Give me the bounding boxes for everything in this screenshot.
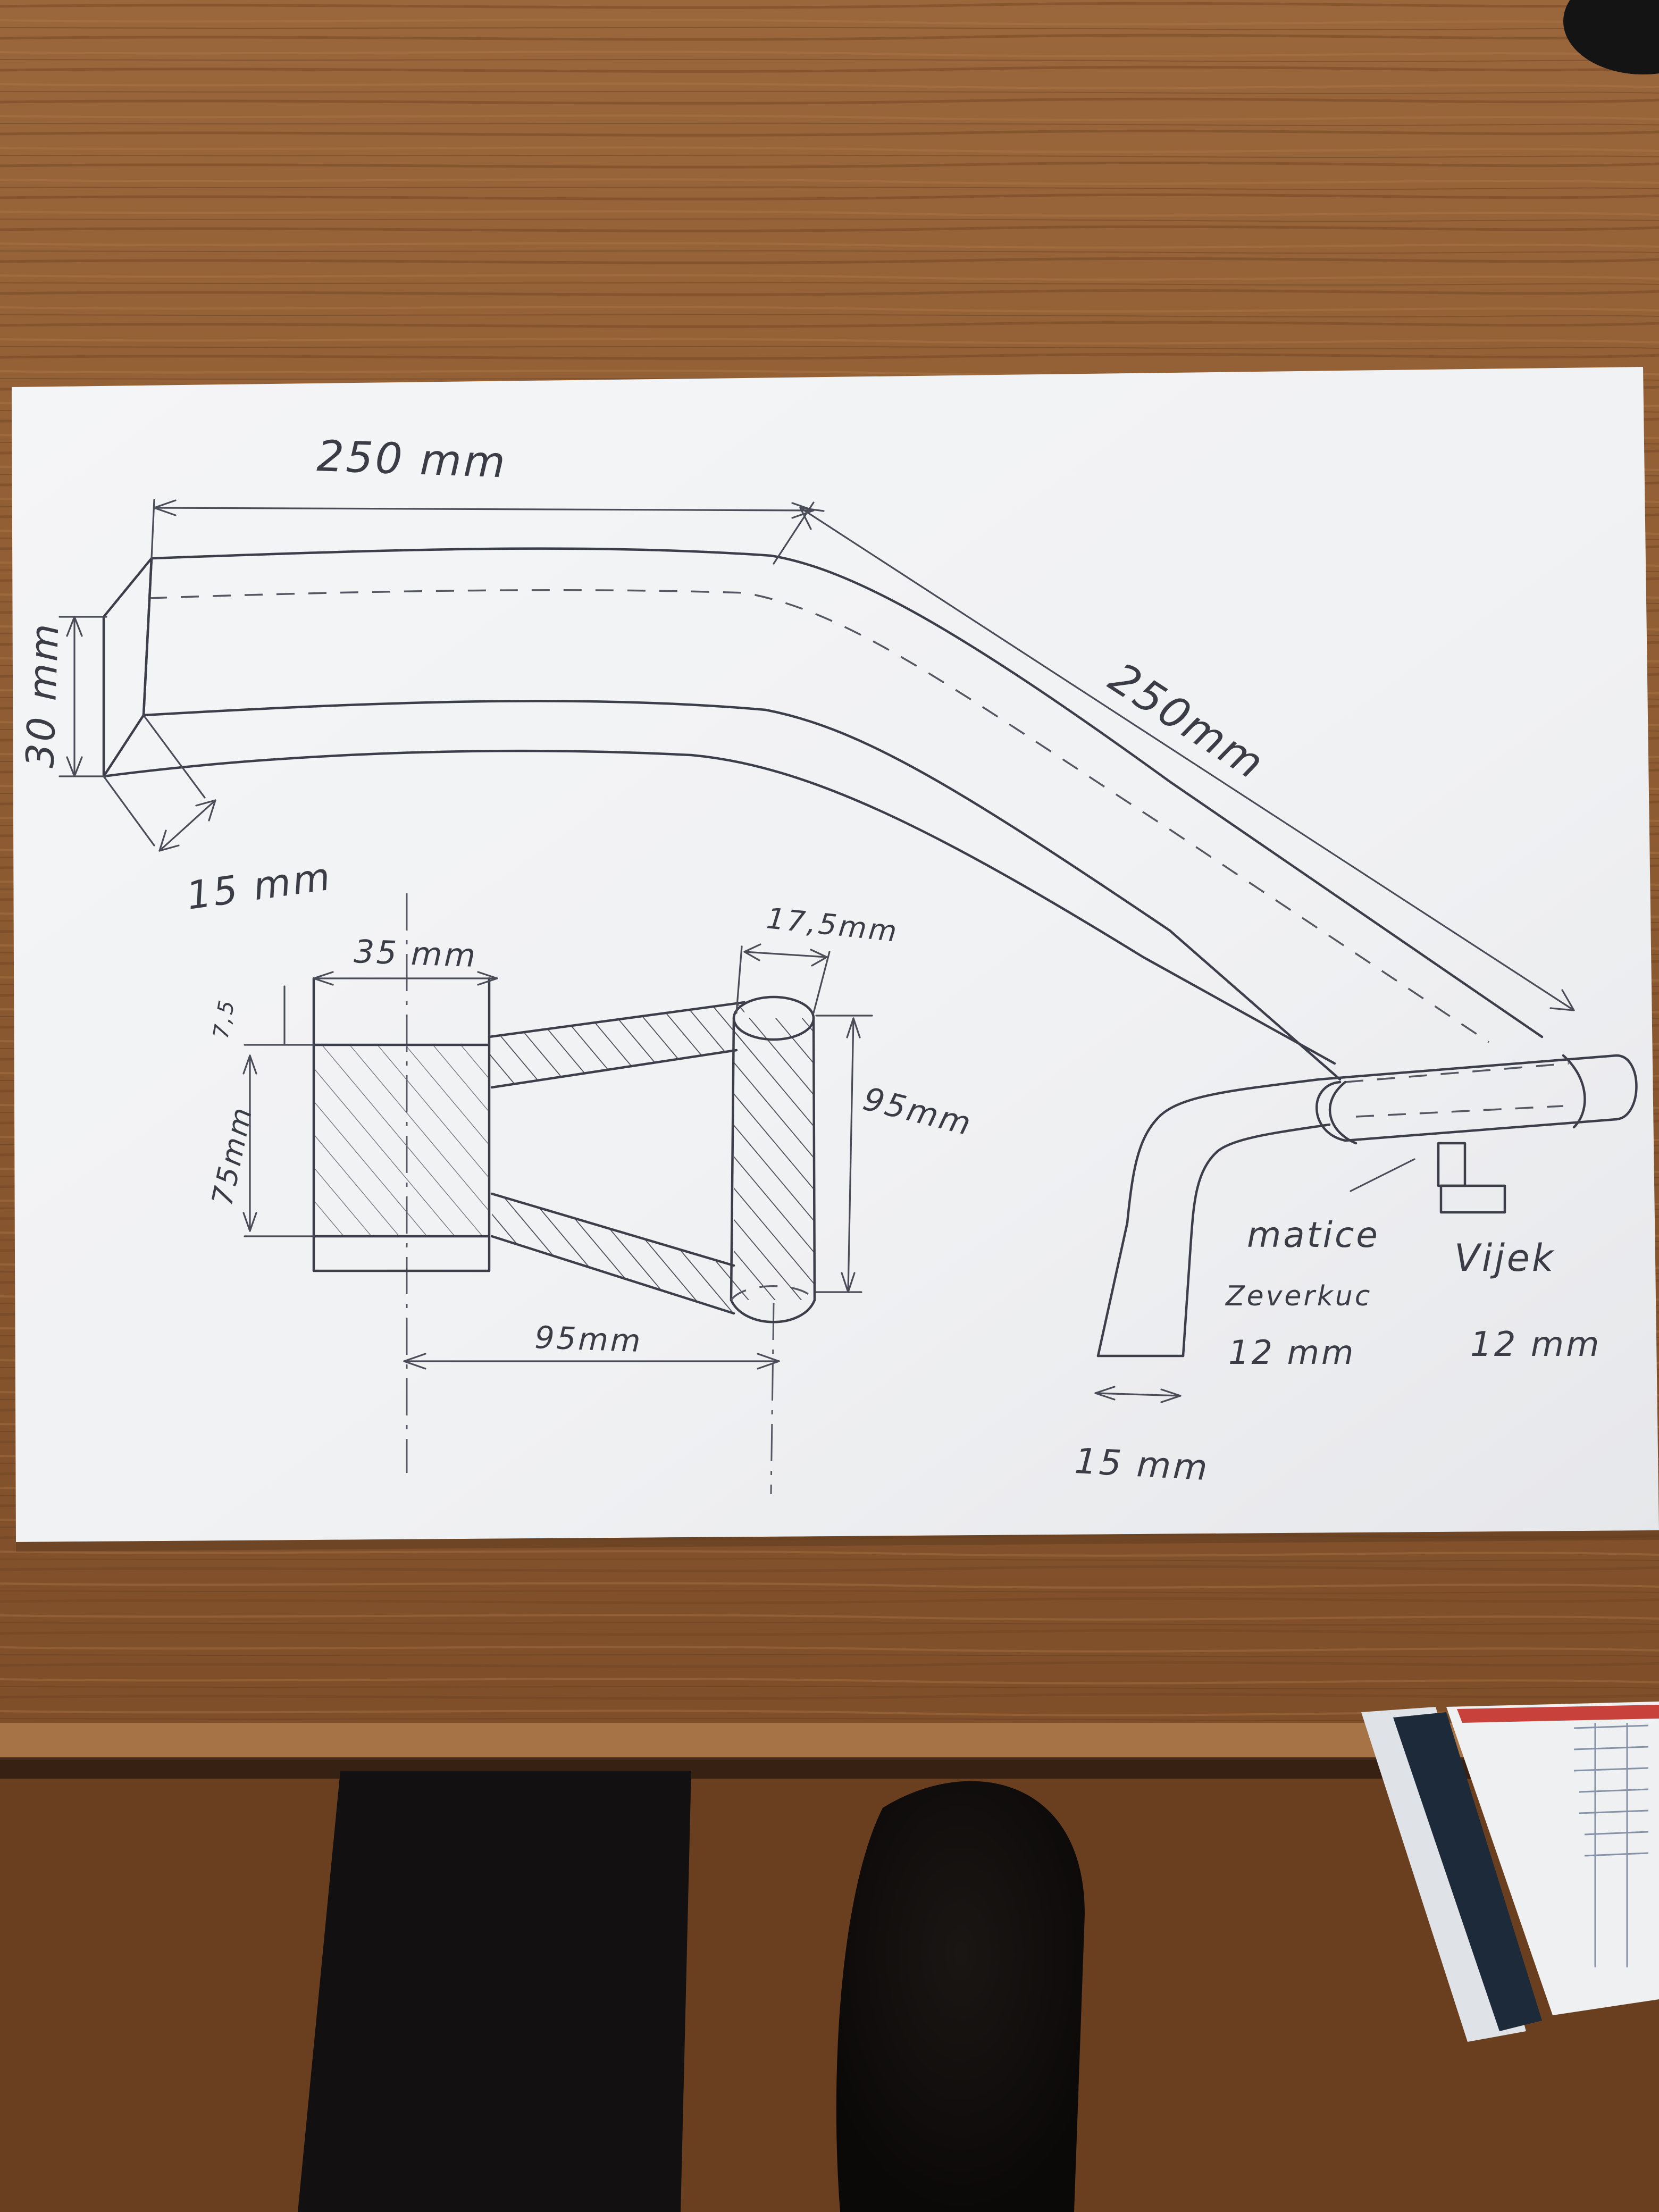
- dim-spacing-95: 95mm: [534, 1319, 643, 1359]
- dark-object-top-right: [1563, 0, 1659, 74]
- label-nut-size: 12 mm: [1228, 1333, 1355, 1372]
- dim-hook-width-15: 15 mm: [1074, 1440, 1210, 1488]
- label-nut-type: Zeverkuc: [1225, 1280, 1372, 1312]
- hook-drawing: matice Zeverkuc 12 mm Vijek 12 mm 15 mm: [1074, 1054, 1638, 1488]
- label-bolt: Vijek: [1454, 1236, 1555, 1280]
- paper-shadow: [16, 1530, 1659, 1552]
- label-nut: matice: [1247, 1214, 1380, 1255]
- paper-sheet: [12, 367, 1659, 1542]
- shoe-right: [836, 1781, 1085, 2212]
- books-stack: [1361, 1702, 1659, 2042]
- dim-top-250-left: 250 mm: [316, 431, 508, 487]
- dim-height-30: 30 mm: [18, 621, 68, 769]
- label-bolt-size: 12 mm: [1470, 1325, 1601, 1364]
- floor-area: [0, 1755, 1659, 2212]
- leg-left: [298, 1771, 691, 2212]
- dim-plate-width-35: 35 mm: [353, 933, 478, 975]
- cross-section-drawing: 35 mm 17,5mm 95mm 7,5 75mm 95mm: [205, 893, 976, 1495]
